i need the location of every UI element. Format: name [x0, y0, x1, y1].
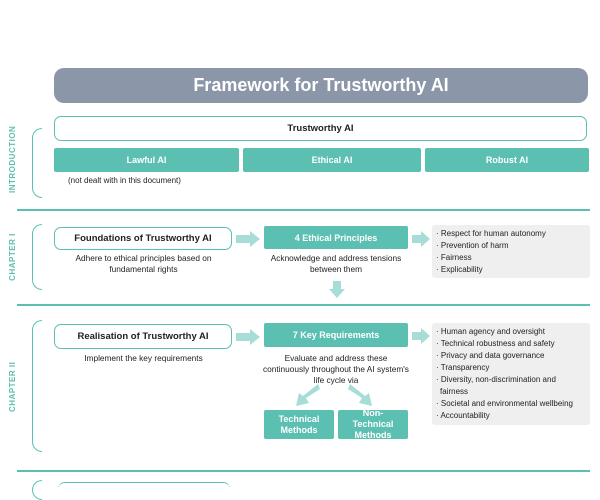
chapter2-bracket [32, 320, 42, 452]
list-item: · Technical robustness and safety [436, 339, 555, 348]
chapter3-bracket-partial [32, 480, 42, 500]
chapter2-label: CHAPTER II [8, 361, 17, 412]
right-arrow-icon [236, 231, 260, 247]
introduction-bracket [32, 128, 42, 198]
realisation-description: Implement the key requirements [84, 353, 203, 363]
diagonal-arrow-icon [296, 384, 320, 406]
list-item: · Prevention of harm [436, 241, 509, 250]
lawful-ai-box: Lawful AI [54, 148, 239, 172]
right-arrow-icon [412, 231, 430, 247]
section-divider-1 [17, 209, 590, 211]
list-item: · Respect for human autonomy [436, 229, 546, 238]
diagonal-arrow-icon [348, 384, 372, 406]
introduction-label: INTRODUCTION [8, 125, 17, 193]
lawful-ai-note: (not dealt with in this document) [68, 176, 181, 185]
section-divider-2 [17, 304, 590, 306]
list-item: · Diversity, non-discrimination and [436, 375, 556, 384]
right-arrow-icon [412, 328, 430, 344]
list-item: · Transparency [436, 363, 490, 372]
ethical-principles-list: · Respect for human autonomy · Preventio… [432, 225, 590, 278]
list-item: fairness [440, 387, 469, 396]
list-item: · Explicability [436, 265, 483, 274]
key-requirements-list: · Human agency and oversight · Technical… [432, 323, 590, 425]
list-item: · Accountability [436, 411, 490, 420]
framework-title: Framework for Trustworthy AI [54, 68, 588, 103]
non-technical-methods-box: Non-Technical Methods [338, 408, 408, 440]
chapter1-label: CHAPTER I [8, 233, 17, 281]
foundations-box: Foundations of Trustworthy AI [54, 227, 232, 250]
down-arrow-icon [329, 281, 345, 298]
list-item: · Privacy and data governance [436, 351, 545, 360]
ethical-principles-description: Acknowledge and address tensions between… [270, 253, 402, 274]
section-divider-3 [17, 470, 590, 472]
trustworthy-ai-box: Trustworthy AI [54, 116, 587, 141]
key-requirements-box: 7 Key Requirements [264, 323, 408, 347]
realisation-box: Realisation of Trustworthy AI [54, 324, 232, 349]
list-item: · Fairness [436, 253, 472, 262]
technical-methods-box: Technical Methods [264, 410, 334, 439]
key-requirements-description: Evaluate and address these continuously … [263, 353, 409, 385]
next-box-partial [58, 482, 230, 492]
robust-ai-box: Robust AI [425, 148, 589, 172]
ethical-principles-box: 4 Ethical Principles [264, 226, 408, 249]
foundations-description: Adhere to ethical principles based on fu… [75, 253, 212, 274]
chapter1-bracket [32, 224, 42, 290]
list-item: · Human agency and oversight [436, 327, 545, 336]
list-item: · Societal and environmental wellbeing [436, 399, 573, 408]
ethical-ai-box: Ethical AI [243, 148, 421, 172]
right-arrow-icon [236, 329, 260, 345]
